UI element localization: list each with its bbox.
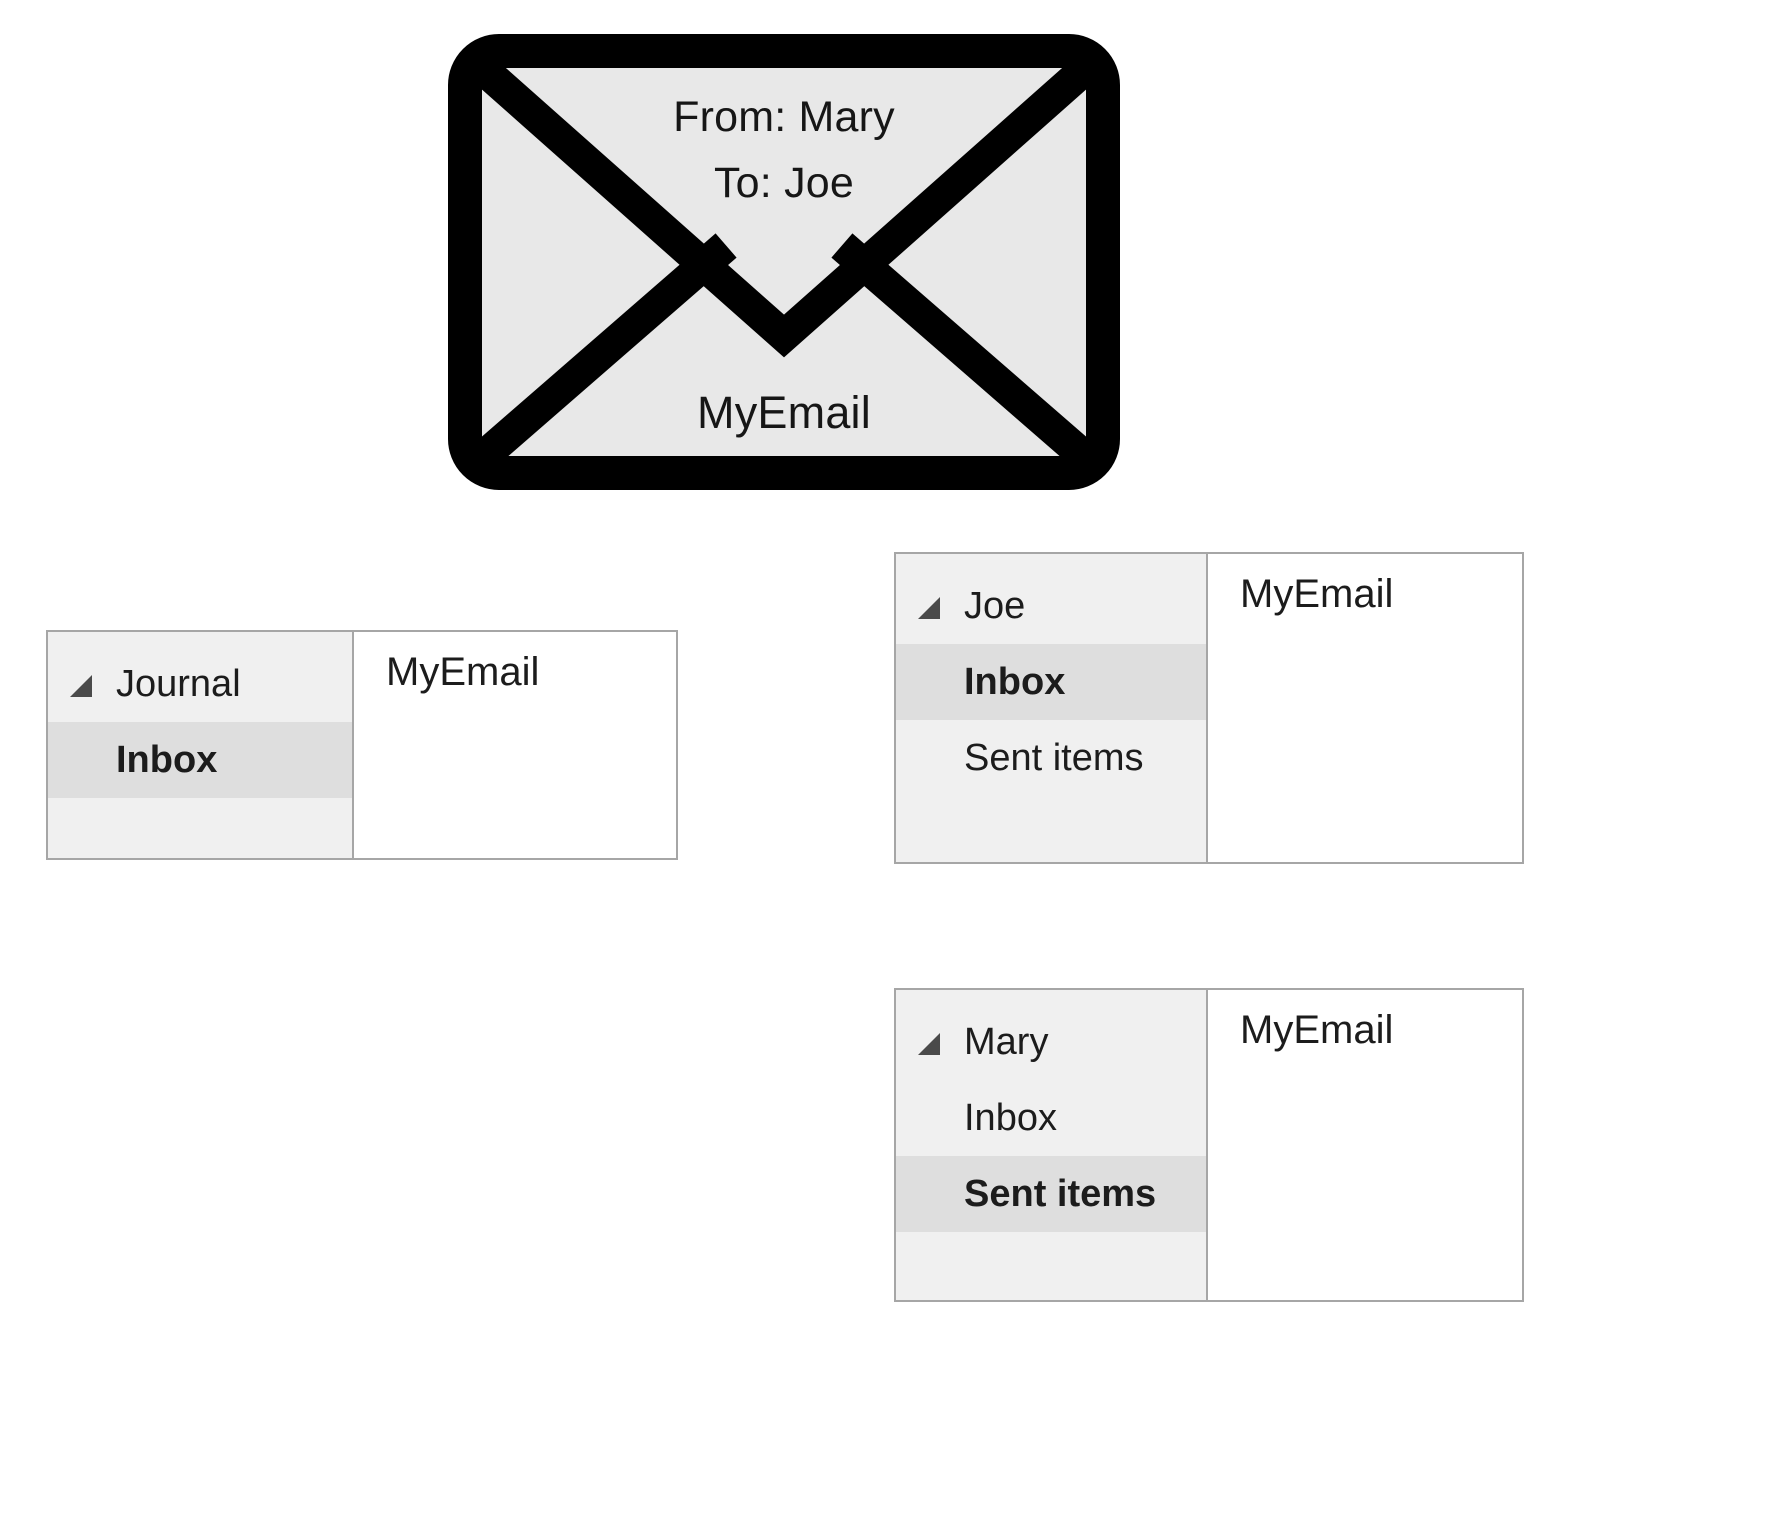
envelope-paper xyxy=(464,50,1104,474)
envelope-graphic xyxy=(448,34,1120,490)
envelope-icon: From: Mary To: Joe MyEmail xyxy=(448,34,1120,490)
joe-content-label: MyEmail xyxy=(1240,572,1394,616)
journal-content-label: MyEmail xyxy=(386,650,540,694)
journal-nav-item-inbox[interactable]: Inbox xyxy=(48,722,352,798)
mary-nav-item-inbox-label: Inbox xyxy=(964,1096,1057,1139)
mary-nav-header-label: Mary xyxy=(964,1020,1049,1063)
mary-nav-item-inbox[interactable]: Inbox xyxy=(896,1080,1206,1156)
joe-mailbox-panel: Joe Inbox Sent items MyEmail xyxy=(894,552,1524,864)
expanded-triangle-icon[interactable] xyxy=(918,597,940,619)
joe-nav-item-inbox-label: Inbox xyxy=(964,660,1066,703)
envelope-to-text: To: Joe xyxy=(713,159,855,207)
mary-mailbox-panel: Mary Inbox Sent items MyEmail xyxy=(894,988,1524,1302)
expanded-triangle-icon[interactable] xyxy=(70,675,92,697)
journal-nav-filler xyxy=(48,798,352,858)
journal-mailbox-panel: Journal Inbox MyEmail xyxy=(46,630,678,860)
joe-nav-header-label: Joe xyxy=(964,584,1026,627)
joe-nav-item-inbox[interactable]: Inbox xyxy=(896,644,1206,720)
mary-nav-header[interactable]: Mary xyxy=(896,1004,1206,1080)
journal-nav-list: Journal Inbox xyxy=(48,632,354,858)
envelope-left-fold xyxy=(461,233,737,479)
joe-nav-item-sent-items[interactable]: Sent items xyxy=(896,720,1206,796)
joe-nav-filler xyxy=(896,796,1206,862)
mary-nav-item-sent-items-label: Sent items xyxy=(964,1172,1157,1215)
journal-nav-header-label: Journal xyxy=(116,662,241,705)
envelope-outline xyxy=(448,34,1120,490)
mary-content-pane: MyEmail xyxy=(1208,990,1522,1300)
joe-nav-item-sent-items-label: Sent items xyxy=(964,736,1144,779)
envelope-from-text: From: Mary xyxy=(673,93,895,141)
envelope-right-fold xyxy=(831,233,1107,479)
mary-nav-item-sent-items[interactable]: Sent items xyxy=(896,1156,1206,1232)
journal-nav-item-inbox-label: Inbox xyxy=(116,738,218,781)
expanded-triangle-icon[interactable] xyxy=(918,1033,940,1055)
joe-nav-header[interactable]: Joe xyxy=(896,568,1206,644)
joe-content-pane: MyEmail xyxy=(1208,554,1522,862)
journal-nav-header[interactable]: Journal xyxy=(48,646,352,722)
envelope-flap-line xyxy=(461,47,1107,358)
joe-nav-list: Joe Inbox Sent items xyxy=(896,554,1208,862)
mary-nav-filler xyxy=(896,1232,1206,1300)
journal-content-pane: MyEmail xyxy=(354,632,676,858)
mary-nav-list: Mary Inbox Sent items xyxy=(896,990,1208,1300)
envelope-subject-text: MyEmail xyxy=(697,387,871,438)
mary-content-label: MyEmail xyxy=(1240,1008,1394,1052)
